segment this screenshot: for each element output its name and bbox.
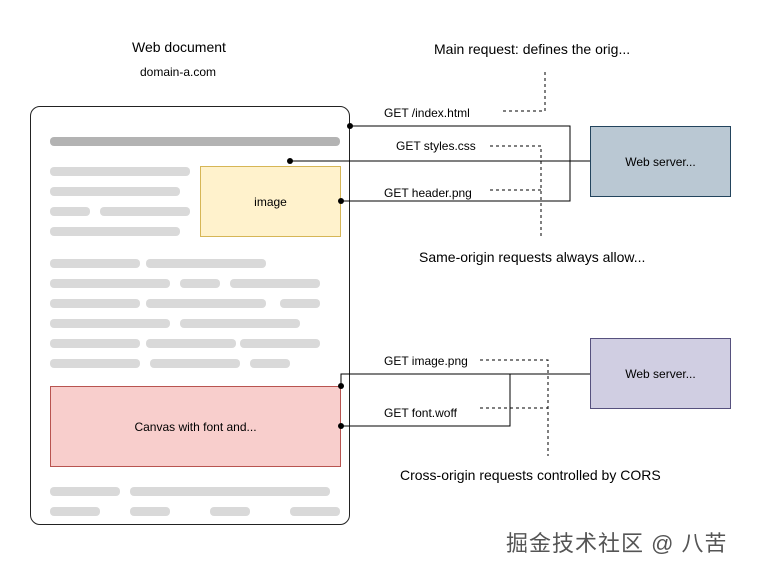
connector-dot — [338, 198, 344, 204]
text-bar — [230, 279, 320, 288]
text-bar — [210, 507, 250, 516]
index-header-connector — [341, 125, 571, 202]
text-bar — [130, 507, 170, 516]
main-note-connector — [503, 70, 546, 112]
connector-dot — [347, 123, 353, 129]
watermark: 掘金技术社区 @ 八苦 — [506, 531, 728, 556]
request-styles-label: GET styles.css — [396, 139, 476, 153]
text-bar — [50, 487, 120, 496]
text-bar — [290, 507, 340, 516]
document-domain: domain-a.com — [140, 65, 217, 79]
document-title: Web document — [132, 39, 226, 55]
font-connector — [341, 374, 511, 427]
text-bar — [150, 359, 240, 368]
image-box: image — [200, 166, 341, 237]
text-bar — [50, 299, 140, 308]
text-bar — [50, 167, 190, 176]
image-connector — [340, 373, 590, 386]
text-bar — [250, 359, 290, 368]
text-bar — [50, 339, 140, 348]
web-server-same-origin: Web server... — [590, 126, 731, 197]
web-server-label: Web server... — [625, 154, 696, 169]
text-bar — [180, 279, 220, 288]
connector-dot — [287, 158, 293, 164]
same-origin-note: Same-origin requests always allow... — [419, 249, 646, 265]
text-bar — [50, 207, 90, 216]
text-bar — [50, 507, 100, 516]
text-bar — [130, 487, 330, 496]
web-server-label: Web server... — [625, 366, 696, 381]
request-image-label: GET image.png — [384, 354, 468, 368]
same-origin-note-connector — [490, 145, 542, 236]
request-font-label: GET font.woff — [384, 406, 457, 420]
text-bar — [240, 339, 320, 348]
text-bar — [50, 279, 170, 288]
text-bar — [100, 207, 190, 216]
text-bar — [146, 259, 266, 268]
header-bar — [50, 137, 340, 146]
cross-origin-note: Cross-origin requests controlled by CORS — [400, 467, 661, 483]
request-index-label: GET /index.html — [384, 106, 470, 120]
request-header-label: GET header.png — [384, 186, 472, 200]
text-bar — [280, 299, 320, 308]
canvas-box: Canvas with font and... — [50, 386, 341, 467]
text-bar — [50, 227, 180, 236]
text-bar — [146, 299, 266, 308]
text-bar — [50, 187, 180, 196]
text-bar — [50, 259, 140, 268]
image-box-label: image — [254, 194, 287, 209]
cross-origin-note-connector — [480, 359, 549, 456]
text-bar — [146, 339, 236, 348]
text-bar — [50, 359, 140, 368]
connector-dot — [338, 423, 344, 429]
connector-dot — [338, 383, 344, 389]
text-bar — [50, 319, 170, 328]
text-bar — [180, 319, 300, 328]
main-request-note: Main request: defines the orig... — [434, 41, 631, 57]
canvas-box-label: Canvas with font and... — [134, 419, 257, 434]
web-server-cross-origin: Web server... — [590, 338, 731, 409]
